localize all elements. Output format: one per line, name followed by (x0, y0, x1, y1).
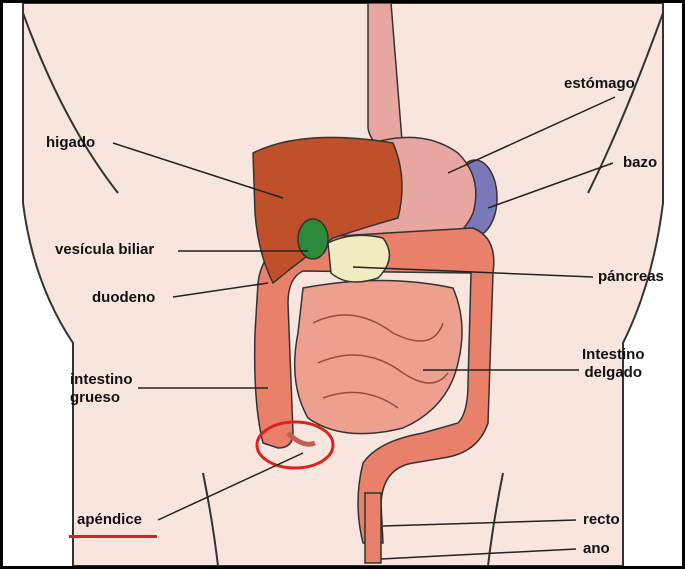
label-ano: ano (583, 540, 610, 558)
apendice-underline (69, 535, 157, 538)
label-estomago: estómago (564, 75, 635, 93)
label-bazo: bazo (623, 154, 657, 172)
label-apendice: apéndice (77, 511, 142, 529)
label-duodeno: duodeno (92, 289, 155, 307)
label-intestino-grueso: intestino grueso (70, 371, 133, 407)
label-pancreas: páncreas (598, 268, 664, 286)
gallbladder-shape (298, 219, 328, 259)
rectum-shape (365, 493, 381, 563)
label-recto: recto (583, 511, 620, 529)
pancreas-shape (328, 235, 389, 282)
label-vesicula-biliar: vesícula biliar (55, 241, 154, 259)
label-higado: higado (46, 134, 95, 152)
label-intestino-delgado: Intestino delgado (582, 346, 645, 382)
